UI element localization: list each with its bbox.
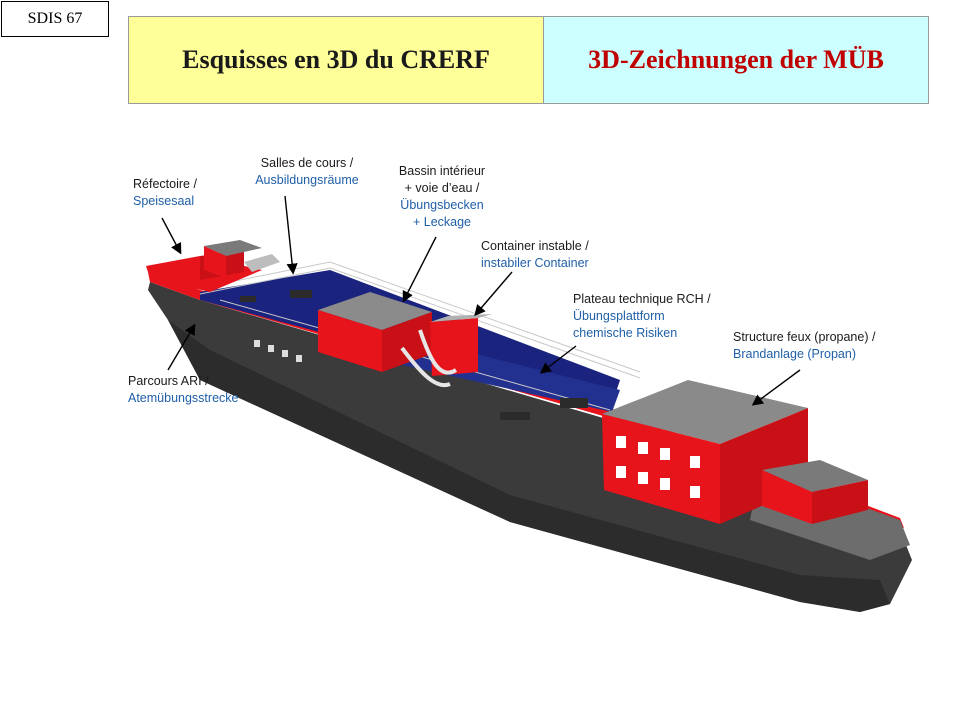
hull-side bbox=[148, 282, 912, 612]
hull-bottom-shade bbox=[168, 320, 890, 612]
arrow-structure bbox=[751, 369, 801, 406]
classroom-side bbox=[382, 312, 432, 372]
portholes bbox=[254, 340, 302, 362]
bow-house-front bbox=[762, 470, 812, 524]
stern-house-front bbox=[204, 246, 226, 278]
title-german: 3D-Zeichnungen der MÜB bbox=[543, 16, 929, 104]
pipes bbox=[400, 329, 458, 388]
fire-house-windows bbox=[616, 436, 700, 498]
stern-house-roof bbox=[204, 240, 262, 256]
arrow-parcours bbox=[167, 323, 196, 371]
stern-stairs bbox=[244, 254, 280, 272]
label-container: Container instable / instabiler Containe… bbox=[481, 239, 589, 270]
bow-house-side bbox=[812, 480, 868, 524]
arrow-container bbox=[474, 271, 513, 317]
sdis-badge: SDIS 67 bbox=[1, 1, 109, 37]
bow-house-roof bbox=[762, 460, 868, 492]
label-structure: Structure feux (propane) / Brandanlage (… bbox=[733, 330, 876, 361]
arrow-refectoire bbox=[161, 217, 182, 255]
label-refectoire: Réfectoire / Speisesaal bbox=[133, 177, 197, 208]
label-bassin: Bassin intérieur + voie d’eau / Übungsbe… bbox=[398, 164, 486, 229]
callout-arrows bbox=[161, 195, 801, 406]
unstable-container bbox=[430, 318, 478, 376]
classroom-roof bbox=[318, 292, 432, 330]
label-salles: Salles de cours / Ausbildungsräume bbox=[255, 156, 359, 187]
deck-equipment bbox=[240, 290, 588, 420]
arrow-plateau bbox=[539, 345, 577, 374]
label-parcours: Parcours ARI / Atemübungsstrecke bbox=[128, 374, 239, 405]
title-french: Esquisses en 3D du CRERF bbox=[128, 16, 544, 104]
arrow-salles bbox=[284, 195, 298, 275]
classroom-front bbox=[318, 310, 382, 372]
label-plateau: Plateau technique RCH / Übungsplattform … bbox=[573, 292, 711, 340]
arrow-bassin bbox=[402, 236, 437, 303]
